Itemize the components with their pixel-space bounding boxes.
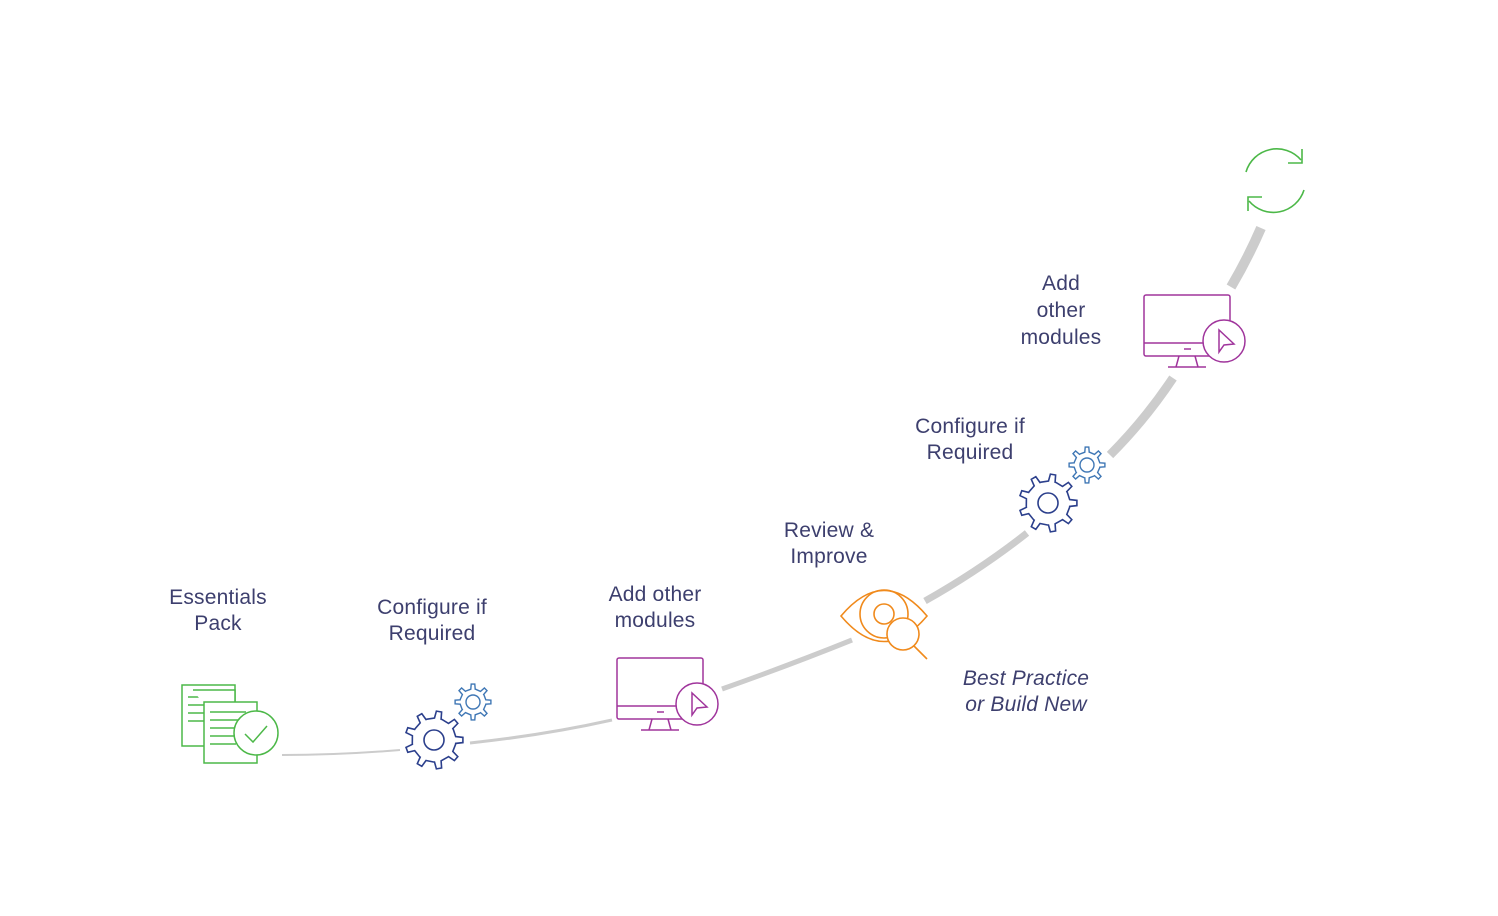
label-line: modules	[1020, 326, 1102, 349]
step-label-configure-2: Configure if Required	[915, 414, 1025, 466]
label-line: Essentials	[169, 586, 267, 609]
label-line: Improve	[790, 545, 868, 568]
path-segment-1	[281, 749, 401, 756]
path-segment-5	[1106, 375, 1177, 459]
step-label-review-improve: Review & Improve	[784, 518, 874, 570]
documents-check-icon	[181, 684, 279, 764]
note-line: Best Practice	[962, 667, 1090, 690]
path-segment-2	[469, 718, 613, 745]
monitor-cursor-icon	[1143, 294, 1246, 368]
note-line: or Build New	[965, 693, 1087, 716]
label-line: Required	[926, 441, 1014, 464]
refresh-cycle-icon	[1245, 148, 1305, 214]
gears-icon	[404, 683, 492, 770]
path-segment-6	[1226, 226, 1266, 290]
step-label-essentials-pack: Essentials Pack	[169, 585, 267, 637]
step-label-add-modules-1: Add other modules	[609, 582, 702, 634]
best-practice-note: Best Practice or Build New	[963, 666, 1089, 718]
step-label-add-modules-2: Add other modules	[1021, 270, 1102, 351]
label-line: other	[1036, 299, 1086, 322]
label-line: modules	[614, 609, 696, 632]
label-line: Add	[1042, 272, 1080, 295]
label-line: Configure if	[377, 596, 487, 619]
label-line: Configure if	[915, 415, 1025, 438]
label-line: Review &	[783, 519, 875, 542]
eye-magnifier-icon	[839, 589, 929, 660]
label-line: Add other	[608, 583, 702, 606]
label-line: Required	[388, 622, 476, 645]
monitor-cursor-icon	[616, 657, 719, 731]
label-line: Pack	[194, 612, 242, 635]
path-segment-3	[721, 637, 853, 692]
gears-icon	[1018, 446, 1106, 533]
path-segment-4	[923, 530, 1030, 605]
step-label-configure-1: Configure if Required	[377, 595, 487, 647]
